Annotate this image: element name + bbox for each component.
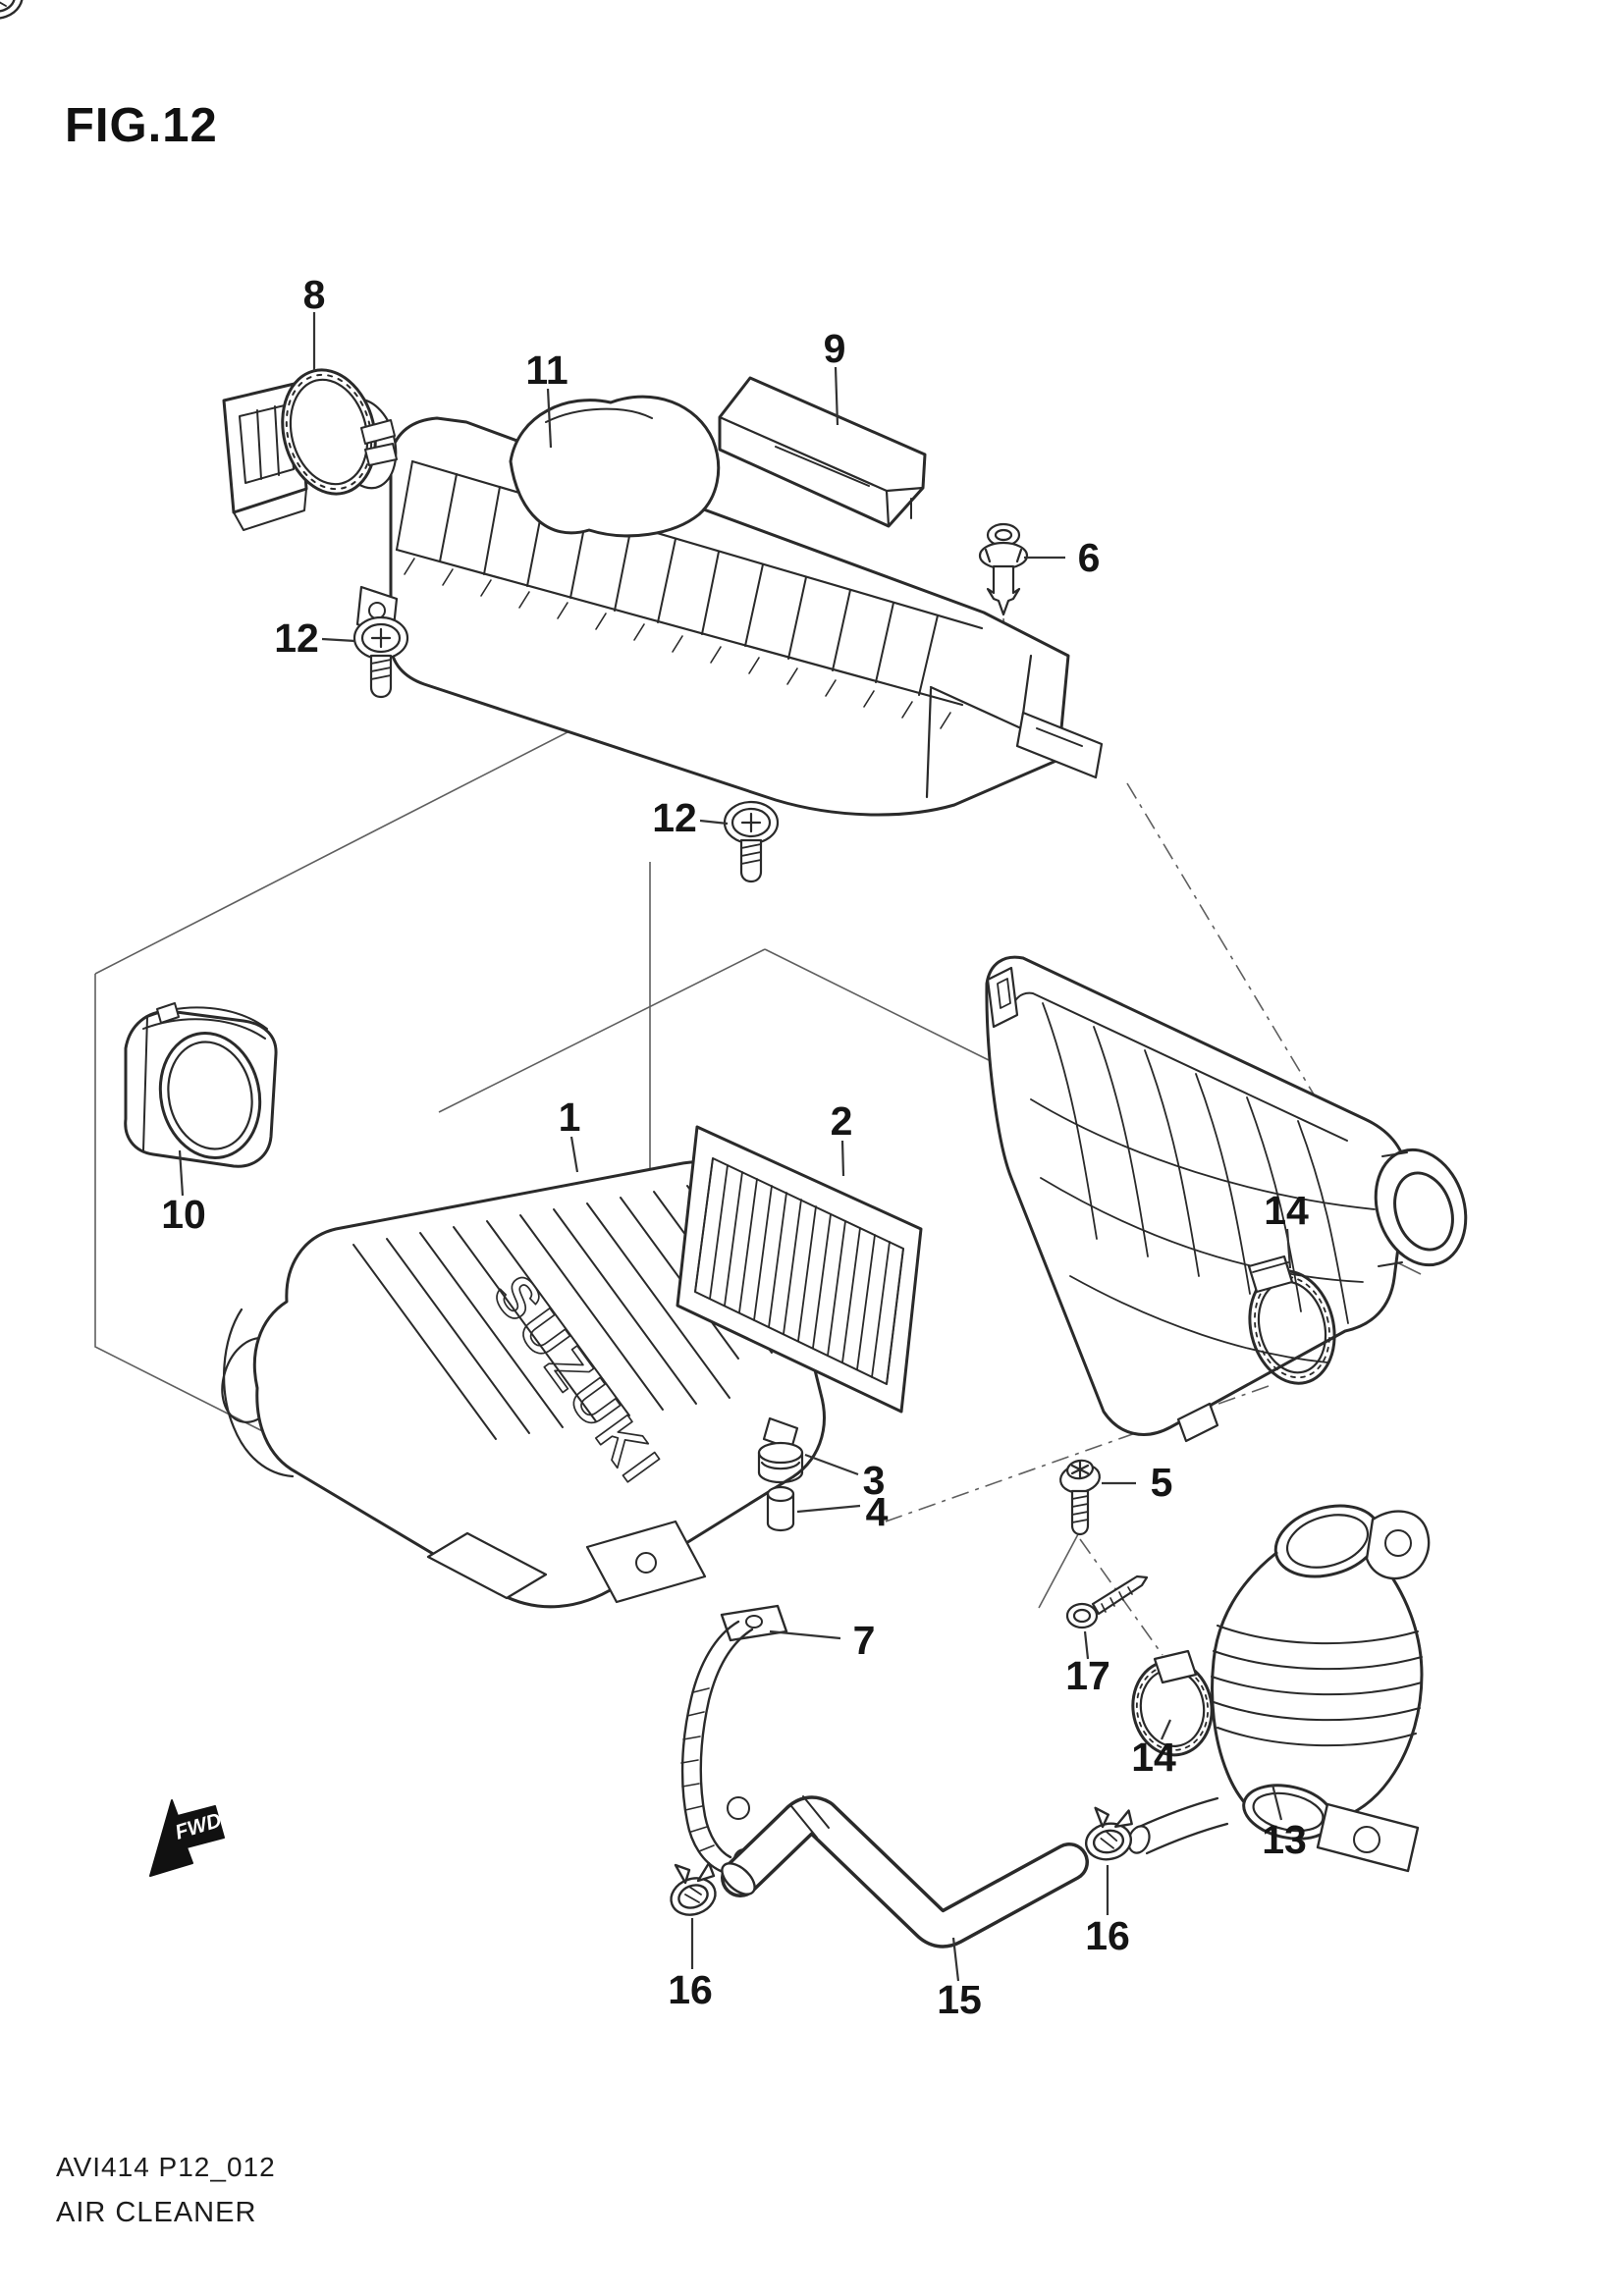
callout-1: 1 [559,1095,581,1140]
figure-title: FIG.12 [65,99,218,152]
outlet-elbow-drawing [1127,1504,1431,1873]
callout-8: 8 [303,272,326,317]
grommet-spacer-drawing [757,1441,804,1532]
hose-clamp-lower-drawing [1131,1649,1214,1757]
resonator-duct-drawing [355,395,1104,817]
flange-bolt-drawing [1059,1459,1101,1536]
inlet-duct-drawing [124,1002,278,1168]
callout-7: 7 [853,1618,876,1663]
callout-11: 11 [525,347,568,393]
callout-10: 10 [161,1192,206,1237]
hose-clamp-upper-drawing [1247,1255,1336,1385]
callout-15: 15 [937,1977,982,2022]
fwd-arrow-icon: FWD [149,1799,225,1877]
callout-13: 13 [1262,1817,1307,1862]
callout-2: 2 [831,1098,853,1144]
leader-lines [178,312,1292,1982]
housing-cap-drawing [985,955,1468,1443]
push-clip-drawing [978,522,1029,616]
callout-4: 4 [866,1489,889,1534]
callout-14: 14 [1131,1735,1176,1780]
callout-3: 3 [863,1458,886,1503]
callout-6: 6 [1078,535,1101,580]
figure-caption: AIR CLEANER [56,2197,257,2228]
callout-12: 12 [652,795,697,840]
screw-drawing [352,615,409,699]
figure-code: AVI414 P12_012 [56,2152,276,2182]
callout-16: 16 [1085,1913,1130,1958]
filter-element-drawing [676,1125,923,1451]
callout-17: 17 [1065,1653,1110,1698]
callout-12: 12 [274,615,319,661]
footer: AVI414 P12_012 AIR CLEANER [56,2152,276,2229]
maf-fitting-clamp-drawing [222,368,398,531]
tapping-screw-drawing [1065,1575,1149,1629]
callout-16: 16 [668,1967,713,2012]
seal-strip-drawing [718,376,927,528]
callout-9: 9 [824,326,846,371]
wire-clamp-drawing [0,0,24,20]
callout-5: 5 [1151,1460,1173,1505]
breather-hose-drawing [721,1795,1089,1949]
callout-14: 14 [1264,1188,1309,1233]
